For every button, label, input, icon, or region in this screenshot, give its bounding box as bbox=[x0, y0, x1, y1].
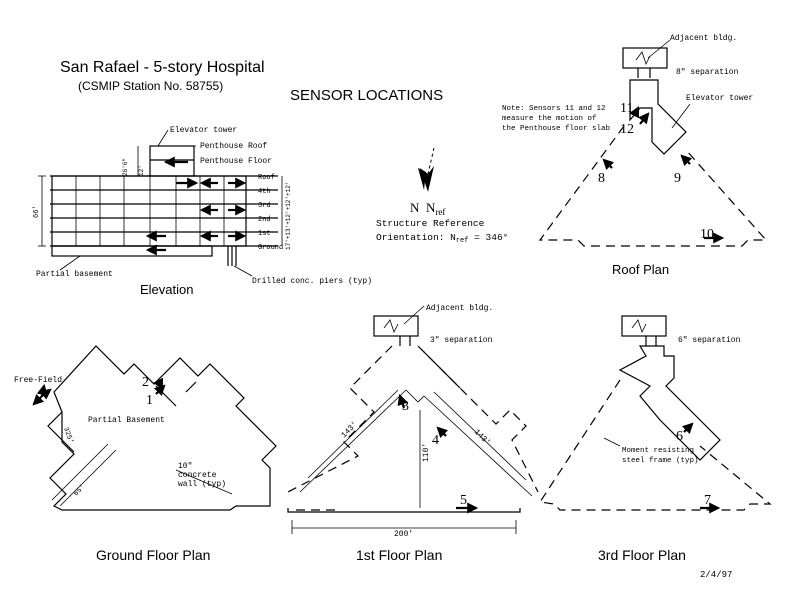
first-floor-plan-caption: 1st Floor Plan bbox=[356, 547, 442, 563]
structure-reference-line1: Structure Reference bbox=[376, 218, 485, 229]
elevation-penthouse-roof-label: Penthouse Roof bbox=[200, 142, 267, 151]
first-separation-label: 3" separation bbox=[430, 336, 493, 345]
penthouse-dimension-1: 26'6" bbox=[122, 158, 129, 176]
sensor-12-label: 12 bbox=[620, 122, 634, 137]
sensor-8-label: 8 bbox=[598, 171, 605, 186]
sensor-1-label: 1 bbox=[146, 393, 153, 408]
structure-reference-line2: Orientation: Nref = 346° bbox=[376, 232, 508, 245]
wall-note-line3: wall (typ) bbox=[178, 480, 226, 489]
sensor-3-label: 3 bbox=[402, 399, 409, 414]
north-label: N bbox=[410, 200, 420, 215]
third-floor-plan-view bbox=[538, 315, 772, 514]
level-label-ground: Ground bbox=[258, 244, 283, 252]
elevation-elevator-tower-label: Elevator tower bbox=[170, 126, 237, 135]
ground-partial-basement-label: Partial Basement bbox=[88, 416, 165, 425]
sensor-11-label: 11 bbox=[620, 101, 633, 116]
ground-floor-plan-caption: Ground Floor Plan bbox=[96, 547, 210, 563]
sensor-6-label: 6 bbox=[676, 429, 683, 444]
sensor-7-label: 7 bbox=[704, 493, 711, 508]
first-adjacent-bldg-label: Adjacent bldg. bbox=[426, 304, 493, 313]
sensor-9-label: 9 bbox=[674, 171, 681, 186]
sensor-5-label: 5 bbox=[460, 493, 467, 508]
roof-adjacent-bldg-label: Adjacent bldg. bbox=[670, 34, 737, 43]
level-label-roof: Roof bbox=[258, 174, 275, 182]
frame-note-line1: Moment resisting bbox=[622, 447, 694, 455]
third-separation-label: 6" separation bbox=[678, 336, 741, 345]
sheet-heading: SENSOR LOCATIONS bbox=[290, 87, 443, 104]
elevation-height-dimension: 66' bbox=[33, 205, 41, 218]
elevation-penthouse-floor-label: Penthouse Floor bbox=[200, 157, 272, 166]
roof-note-line1: Note: Sensors 11 and 12 bbox=[502, 105, 606, 113]
elevation-view bbox=[38, 129, 283, 277]
roof-note-line3: the Penthouse floor slab bbox=[502, 125, 610, 133]
roof-plan-view bbox=[538, 39, 768, 247]
roof-elevator-tower-label: Elevator tower bbox=[686, 94, 753, 103]
ground-dimension-65: 65' bbox=[72, 484, 87, 499]
first-dimension-110: 110' bbox=[422, 443, 431, 462]
frame-note-line2: steel frame (typ) bbox=[622, 457, 699, 465]
level-label-4th: 4th bbox=[258, 188, 271, 196]
first-floor-plan-view bbox=[283, 305, 539, 534]
drawing-title: San Rafael - 5-story Hospital bbox=[60, 59, 265, 76]
wall-note-line2: concrete bbox=[178, 471, 217, 480]
level-label-1st: 1st bbox=[258, 230, 271, 238]
story-height-dimensions: 17'+13'+12'+12'+12' bbox=[285, 182, 292, 250]
station-number: (CSMIP Station No. 58755) bbox=[78, 79, 223, 93]
north-arrow-icon bbox=[418, 147, 435, 192]
free-field-label: Free-Field bbox=[14, 376, 62, 385]
roof-separation-label: 8" separation bbox=[676, 68, 739, 77]
sensor-2-label: 2 bbox=[142, 375, 149, 390]
sensor-10-label: 10 bbox=[700, 227, 714, 242]
level-label-3rd: 3rd bbox=[258, 202, 271, 210]
level-label-2nd: 2nd bbox=[258, 216, 271, 224]
drawing-date: 2/4/97 bbox=[700, 570, 732, 580]
roof-plan-caption: Roof Plan bbox=[612, 262, 669, 277]
roof-note-line2: measure the motion of bbox=[502, 115, 597, 123]
drilled-piers-label: Drilled conc. piers (typ) bbox=[252, 277, 372, 286]
sensor-4-label: 4 bbox=[432, 433, 439, 448]
ground-floor-plan-view bbox=[32, 345, 277, 511]
partial-basement-label: Partial basement bbox=[36, 270, 113, 279]
third-floor-plan-caption: 3rd Floor Plan bbox=[598, 547, 686, 563]
first-dimension-200: 200' bbox=[394, 530, 413, 539]
elevation-caption: Elevation bbox=[140, 282, 193, 297]
nref-label: Nref bbox=[426, 200, 445, 217]
penthouse-dimension-2: 12' bbox=[138, 165, 145, 176]
ground-dimension-325: 325' bbox=[61, 426, 74, 445]
wall-note-line1: 10" bbox=[178, 462, 192, 471]
